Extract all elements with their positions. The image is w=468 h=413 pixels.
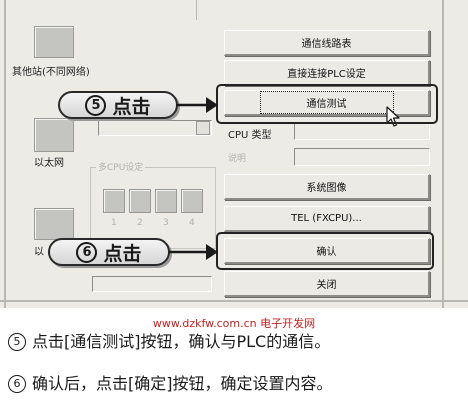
other-station-icon[interactable]	[34, 26, 74, 58]
step5-callout: 5 点击	[58, 91, 178, 119]
step6-arrow-icon	[169, 244, 218, 260]
partial-label: 以	[34, 247, 44, 258]
cpu-slot-num-3: 3	[163, 218, 169, 228]
dialog-screenshot: 其他站(不同网络) 以太网 以 多CPU设定 1 2 3 4 CPU 类型 说明…	[0, 0, 468, 308]
confirm-highlight	[216, 232, 434, 270]
cpu-type-label: CPU 类型	[228, 130, 272, 141]
field-spin-button[interactable]	[196, 121, 210, 135]
other-station-label: 其他站(不同网络)	[12, 67, 90, 78]
left-frame-line	[4, 0, 6, 308]
cpu-slot-1[interactable]	[103, 189, 125, 213]
station-icon[interactable]	[34, 208, 74, 240]
cpu-slot-3[interactable]	[155, 189, 177, 213]
cpu-slot-4[interactable]	[181, 189, 203, 213]
step6-text: 点击	[103, 242, 142, 265]
caption-1-text: 点击[通信测试]按钮，确认与PLC的通信。	[32, 332, 331, 351]
close-button[interactable]: 关闭	[224, 271, 430, 297]
small-label: 说明	[228, 154, 247, 164]
cpu-slot-num-4: 4	[189, 218, 195, 228]
cpu-slot-num-1: 1	[111, 218, 117, 228]
caption-line-2: 6 确认后，点击[确定]按钮，确定设置内容。	[8, 370, 464, 394]
ethernet-label: 以太网	[34, 158, 64, 169]
station-field[interactable]	[98, 120, 212, 136]
multi-cpu-group-title: 多CPU设定	[96, 160, 146, 173]
confirm-button[interactable]: 确认	[224, 238, 430, 264]
tel-button[interactable]: TEL (FXCPU)...	[224, 206, 430, 232]
comment-field[interactable]	[294, 148, 430, 166]
caption-2-number: 6	[8, 374, 26, 393]
bottom-frame-line	[0, 300, 468, 302]
bottom-left-field[interactable]	[92, 276, 212, 292]
system-image-button[interactable]: 系统图像	[224, 174, 430, 200]
step6-number: 6	[76, 241, 98, 263]
cpu-slot-num-2: 2	[137, 218, 143, 228]
watermark: www.dzkfw.com.cn 电子开发网	[152, 317, 316, 330]
comm-test-highlight	[216, 84, 438, 124]
caption-2-text: 确认后，点击[确定]按钮，确定设置内容。	[32, 374, 333, 393]
caption-line-1: 5 点击[通信测试]按钮，确认与PLC的通信。	[8, 328, 464, 352]
step5-text: 点击	[112, 95, 151, 118]
step5-arrow-icon	[176, 97, 218, 113]
caption-1-number: 5	[8, 332, 26, 351]
direct-connect-button[interactable]: 直接连接PLC设定	[224, 60, 430, 86]
step5-number: 5	[85, 94, 107, 116]
top-divider	[196, 0, 197, 20]
right-frame-line	[442, 0, 444, 308]
cpu-slot-2[interactable]	[129, 189, 151, 213]
comm-route-button[interactable]: 通信线路表	[224, 30, 430, 56]
step6-callout: 6 点击	[48, 238, 170, 266]
ethernet-icon[interactable]	[34, 118, 74, 152]
comm-test-button[interactable]: 通信测试	[224, 90, 430, 116]
cpu-type-field[interactable]	[294, 122, 430, 140]
